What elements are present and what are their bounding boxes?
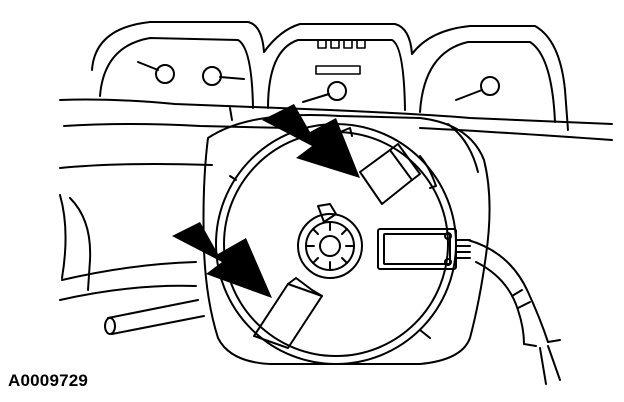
gauge-center (303, 82, 346, 102)
column-lower-contours (540, 346, 560, 384)
warning-lights (318, 40, 365, 48)
gauge-center-left (203, 67, 244, 85)
figure-id-label: A0009729 (8, 371, 89, 390)
dash-left-contours (60, 164, 212, 300)
gauge-left (138, 62, 174, 83)
arrow-lower (172, 222, 272, 298)
wiring-harness (468, 240, 560, 346)
locking-tab-lower (254, 278, 322, 348)
locking-tab-upper (360, 144, 420, 204)
odometer-display (316, 66, 360, 74)
steering-column-shroud (204, 115, 490, 364)
turn-signal-stalk (105, 300, 204, 334)
gauge-right (456, 77, 499, 100)
clockspring-hub (298, 204, 362, 278)
instrument-cluster (60, 22, 612, 140)
clockspring-connector (378, 229, 470, 269)
arrow-upper (262, 104, 360, 178)
